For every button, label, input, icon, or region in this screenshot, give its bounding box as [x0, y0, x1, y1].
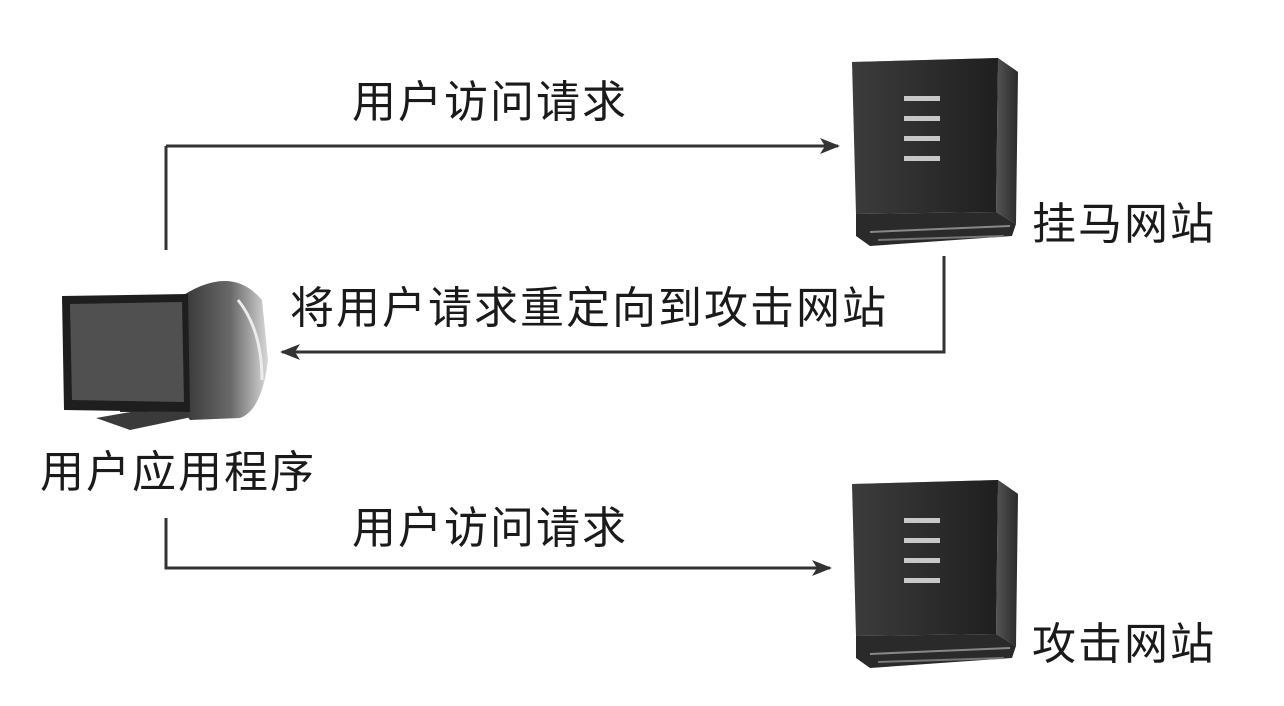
edge-label-top-request: 用户访问请求	[352, 77, 628, 128]
edge-redirect	[280, 256, 946, 360]
hanging-site-server-icon	[852, 58, 1018, 246]
node-label-hanging-site: 挂马网站	[1032, 199, 1216, 250]
node-label-attack-site: 攻击网站	[1032, 619, 1216, 670]
computer-icon	[62, 281, 268, 430]
edge-bottom-request	[164, 518, 832, 576]
edge-top-request	[164, 138, 840, 250]
edge-label-bottom-request: 用户访问请求	[352, 503, 628, 554]
attack-site-server-icon	[852, 480, 1018, 668]
edge-label-redirect: 将用户请求重定向到攻击网站	[290, 283, 888, 334]
node-label-user-app: 用户应用程序	[40, 447, 316, 498]
